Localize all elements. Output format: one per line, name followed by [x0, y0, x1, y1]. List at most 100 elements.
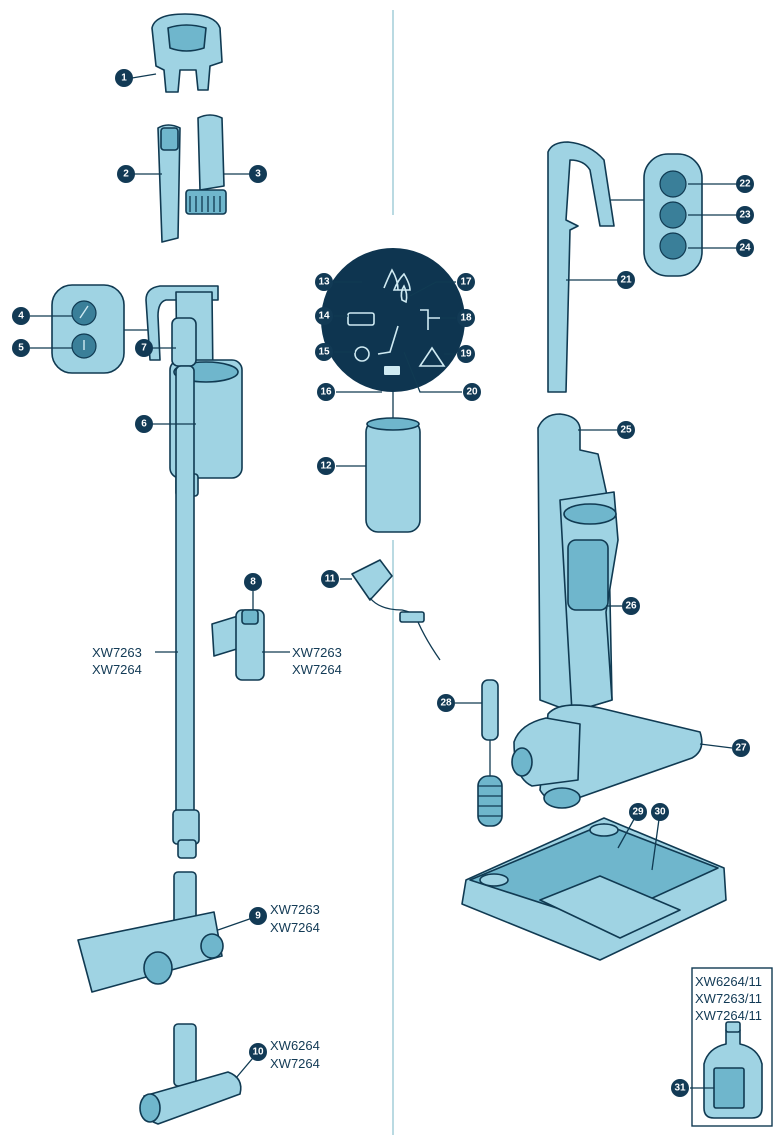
svg-text:21: 21 [620, 275, 632, 286]
callout-17: 17 [457, 273, 475, 291]
callout-18: 18 [457, 309, 475, 327]
svg-text:2: 2 [123, 169, 129, 180]
callout-20: 20 [463, 383, 481, 401]
accessory-holder [151, 13, 223, 93]
callout-15: 15 [315, 343, 333, 361]
model-label: XW7264 [292, 662, 342, 677]
tap-icon [420, 309, 440, 330]
callout-10: 10 [249, 1043, 267, 1061]
callout-9: 9 [249, 907, 267, 925]
svg-text:6: 6 [141, 419, 147, 430]
svg-text:8: 8 [250, 577, 256, 588]
svg-text:25: 25 [620, 425, 632, 436]
filter-unit [365, 392, 421, 533]
svg-text:14: 14 [318, 311, 330, 322]
model-label: XW7264 [270, 1056, 320, 1071]
svg-text:22: 22 [739, 179, 751, 190]
svg-text:31: 31 [674, 1083, 686, 1094]
drop-brush-icon [400, 284, 408, 304]
callout-2: 2 [117, 165, 135, 183]
svg-text:4: 4 [18, 311, 24, 322]
warning-icon [418, 346, 446, 367]
vertical-handle [547, 141, 615, 393]
svg-text:9: 9 [255, 911, 261, 922]
callout-22: 22 [736, 175, 754, 193]
battery-icon [347, 312, 375, 326]
floor-nozzle [77, 871, 224, 993]
model-label: XW7264/11 [695, 1008, 762, 1023]
battery-bar-icon [384, 366, 400, 375]
model-label: XW7263 [270, 902, 320, 917]
model-label: XW7263 [92, 645, 142, 660]
model-label: XW7264 [270, 920, 320, 935]
water-drop-icon [383, 268, 411, 291]
callout-6: 6 [135, 415, 153, 433]
callout-19: 19 [457, 345, 475, 363]
callout-3: 3 [249, 165, 267, 183]
svg-text:30: 30 [654, 807, 666, 818]
callout-7: 7 [135, 339, 153, 357]
svg-text:7: 7 [141, 343, 147, 354]
callout-16: 16 [317, 383, 335, 401]
callout-31: 31 [671, 1079, 689, 1097]
svg-text:16: 16 [320, 387, 332, 398]
callout-14: 14 [315, 307, 333, 325]
tube-adapter [211, 609, 265, 681]
status-display [321, 248, 465, 393]
handheld-button-panel [51, 284, 148, 374]
callout-21: 21 [617, 271, 635, 289]
callout-12: 12 [317, 457, 335, 475]
svg-text:10: 10 [252, 1047, 264, 1058]
callout-13: 13 [315, 273, 333, 291]
leader-lines [30, 73, 737, 1089]
callout-24: 24 [736, 239, 754, 257]
callout-11: 11 [321, 570, 339, 588]
model-label: XW6264/11 [695, 974, 762, 989]
svg-text:26: 26 [625, 601, 637, 612]
crevice-tool [157, 124, 181, 243]
svg-text:20: 20 [466, 387, 478, 398]
svg-text:27: 27 [735, 743, 747, 754]
svg-text:5: 5 [18, 343, 24, 354]
callout-8: 8 [244, 573, 262, 591]
model-label: XW7263 [292, 645, 342, 660]
callout-23: 23 [736, 206, 754, 224]
charging-base [461, 817, 727, 961]
model-label: XW7264 [92, 662, 142, 677]
svg-text:23: 23 [739, 210, 751, 221]
svg-text:18: 18 [460, 313, 472, 324]
cleaning-brush [477, 679, 503, 827]
cleaning-solution-box [691, 967, 773, 1127]
model-label: XW7263/11 [695, 991, 762, 1006]
svg-text:19: 19 [460, 349, 472, 360]
callout-28: 28 [437, 694, 455, 712]
svg-text:13: 13 [318, 277, 330, 288]
callout-29: 29 [629, 803, 647, 821]
callout-27: 27 [732, 739, 750, 757]
svg-text:1: 1 [121, 73, 127, 84]
callout-30: 30 [651, 803, 669, 821]
mini-turbo-brush [139, 1023, 242, 1125]
svg-text:12: 12 [320, 461, 332, 472]
nozzle-icon [377, 325, 399, 355]
model-labels: XW7263 XW7264 XW7263 XW7264 XW7263 XW726… [92, 645, 762, 1071]
callout-5: 5 [12, 339, 30, 357]
callout-26: 26 [622, 597, 640, 615]
main-wet-dry-unit [511, 413, 703, 809]
callout-badges: 1 2 3 4 5 6 7 8 9 10 11 12 13 14 15 16 1… [12, 69, 754, 1097]
charger-adapter [351, 559, 441, 661]
callout-1: 1 [115, 69, 133, 87]
extension-tube [171, 317, 200, 859]
model-label: XW6264 [270, 1038, 320, 1053]
main-button-panel [610, 153, 703, 277]
svg-text:28: 28 [440, 698, 452, 709]
callout-25: 25 [617, 421, 635, 439]
svg-text:29: 29 [632, 807, 644, 818]
svg-text:24: 24 [739, 243, 751, 254]
callout-4: 4 [12, 307, 30, 325]
svg-text:15: 15 [318, 347, 330, 358]
svg-text:11: 11 [325, 574, 336, 585]
brush-tool [185, 114, 227, 215]
svg-text:3: 3 [255, 169, 261, 180]
